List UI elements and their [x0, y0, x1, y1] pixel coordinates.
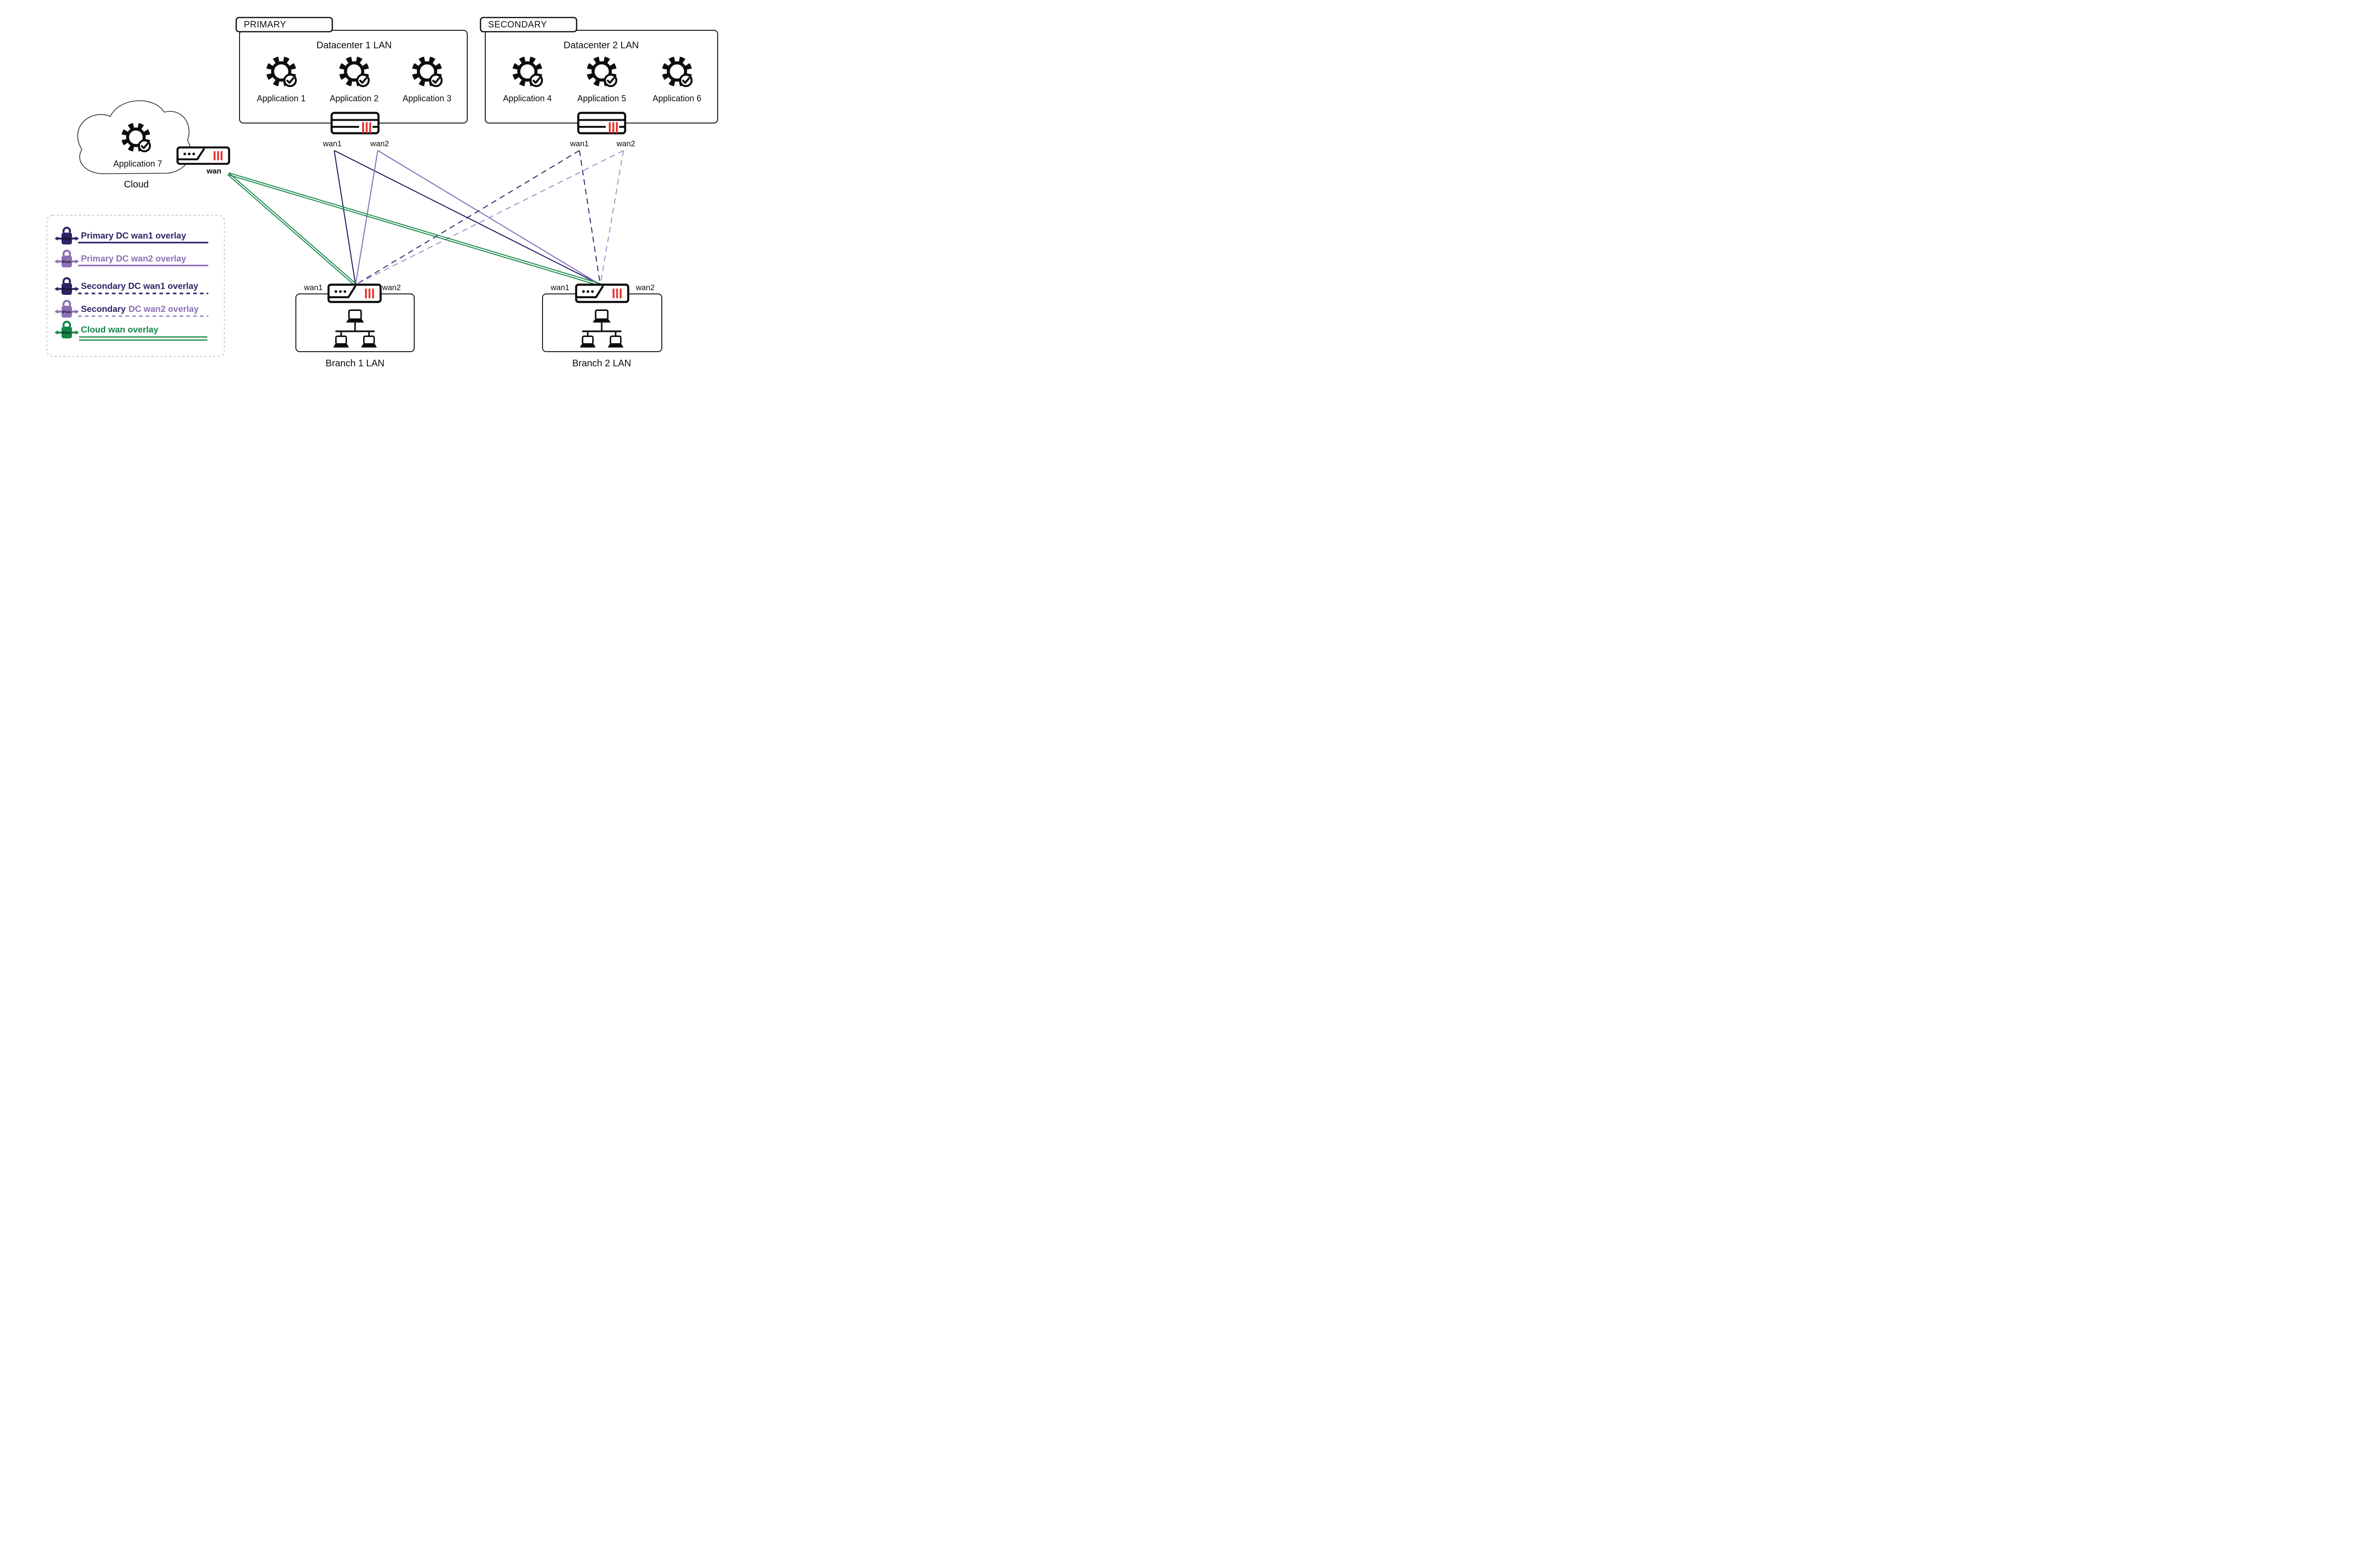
- legend-item-cloud-wan: Cloud wan overlay: [81, 325, 159, 335]
- application3-label: Application 3: [402, 94, 451, 103]
- legend: Primary DC wan1 overlay Primary DC wan2 …: [46, 214, 225, 357]
- primary-dc-tag: PRIMARY: [244, 20, 286, 30]
- overlay-secondary-wan1-to-branch1: [355, 150, 580, 285]
- overlay-cloud-to-branch1-b: [228, 172, 357, 284]
- overlay-cloud-to-branch2-b: [228, 172, 601, 284]
- overlay-primary-wan1-to-branch1: [333, 150, 356, 285]
- branch1-router-icon: [329, 285, 381, 302]
- primary-dc-wan1-label: wan1: [322, 140, 341, 148]
- branch1-wan1-label: wan1: [303, 283, 322, 292]
- overlay-cloud-to-branch2-a: [228, 174, 600, 286]
- branch2-wan2-label: wan2: [635, 283, 654, 292]
- branch2-wan1-label: wan1: [550, 283, 569, 292]
- secondary-dc-wan1-label: wan1: [570, 140, 588, 148]
- overlay-lines: [227, 150, 624, 286]
- cloud-label: Cloud: [124, 179, 149, 190]
- legend-item-secondary-wan2-part2: DC wan2 overlay: [129, 304, 199, 314]
- overlay-cloud-to-branch1-a: [227, 174, 356, 286]
- legend-box: [46, 214, 225, 357]
- branch1-wan2-label: wan2: [382, 283, 400, 292]
- secondary-dc-tag: SECONDARY: [488, 20, 547, 30]
- application2-label: Application 2: [329, 94, 378, 103]
- legend-item-primary-wan1: Primary DC wan1 overlay: [81, 230, 187, 240]
- secondary-dc-switch-icon: [578, 113, 625, 133]
- branch1-title: Branch 1 LAN: [326, 358, 385, 369]
- sdwan-overlay-diagram: IPsec Application 7 Cloud PRIMARY Datace…: [0, 0, 754, 392]
- application4-label: Application 4: [503, 94, 552, 103]
- primary-dc-tab: [235, 17, 333, 33]
- overlay-secondary-wan2-to-branch2: [600, 150, 624, 285]
- legend-item-secondary-wan2-part1: Secondary: [81, 304, 126, 314]
- primary-dc-switch-icon: [332, 113, 379, 133]
- secondary-dc-title: Datacenter 2 LAN: [564, 40, 639, 51]
- legend-item-primary-wan2: Primary DC wan2 overlay: [81, 254, 187, 264]
- secondary-dc-wan2-label: wan2: [616, 140, 635, 148]
- cloud-router-wan-label: wan: [206, 168, 221, 176]
- diagram-canvas: IPsec Application 7 Cloud PRIMARY Datace…: [0, 0, 754, 392]
- legend-item-secondary-wan1: Secondary DC wan1 overlay: [81, 281, 199, 291]
- application6-label: Application 6: [652, 94, 701, 103]
- branch2-router-icon: [576, 285, 628, 302]
- overlay-secondary-wan1-to-branch2: [579, 150, 601, 285]
- secondary-dc-tab: [480, 17, 578, 33]
- cloud-app-label: Application 7: [113, 159, 162, 168]
- branch2-title: Branch 2 LAN: [572, 358, 632, 369]
- primary-dc-wan2-label: wan2: [370, 140, 389, 148]
- overlay-secondary-wan2-to-branch1: [355, 150, 624, 285]
- primary-dc-title: Datacenter 1 LAN: [317, 40, 392, 51]
- application5-label: Application 5: [577, 94, 626, 103]
- cloud-router-icon: [178, 148, 229, 164]
- overlay-primary-wan2-to-branch1: [355, 150, 379, 285]
- application1-label: Application 1: [257, 94, 305, 103]
